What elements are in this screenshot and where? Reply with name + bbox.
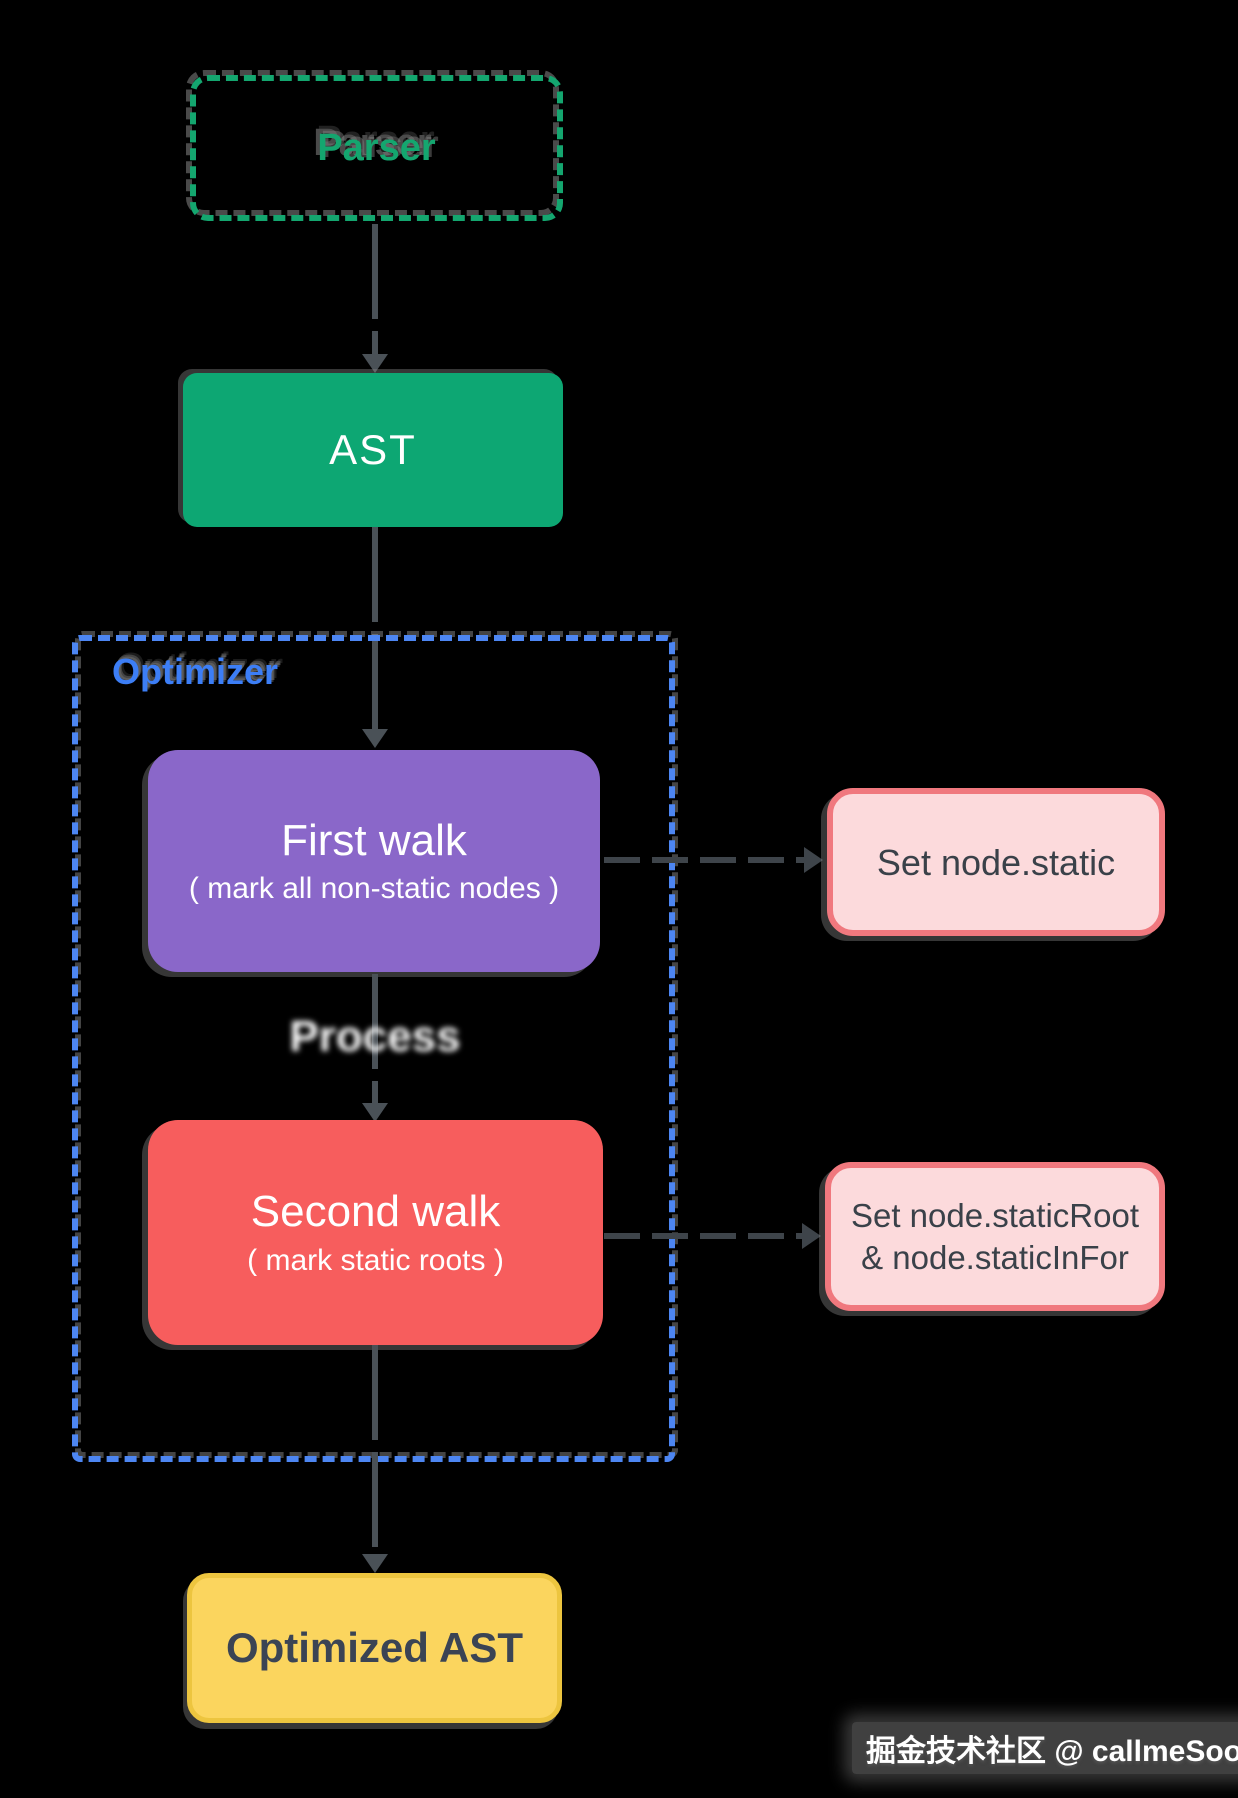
process-label: Process <box>289 1012 461 1061</box>
arrow-parser-to-ast <box>362 224 388 373</box>
arrow-first-walk-to-set-static <box>604 847 823 873</box>
arrow-first-walk-to-second-walk <box>362 974 388 1122</box>
node-optimized-ast: Optimized AST <box>187 1573 562 1723</box>
arrow-ast-to-first-walk <box>362 527 388 748</box>
arrowhead-down-icon <box>362 729 388 748</box>
arrow-second-walk-to-optimized-ast <box>362 1345 388 1573</box>
node-first-walk-subtitle: ( mark all non-static nodes ) <box>188 872 560 906</box>
node-set-static: Set node.static <box>827 788 1165 936</box>
watermark: 掘金技术社区 @ callmeSoon <box>852 1722 1238 1774</box>
watermark-text: 掘金技术社区 @ callmeSoon <box>866 1735 1238 1768</box>
node-second-walk-subtitle: ( mark static roots ) <box>247 1243 504 1277</box>
node-set-static-root: Set node.staticRoot & node.staticInFor <box>825 1162 1165 1311</box>
node-set-static-label: Set node.static <box>876 841 1116 883</box>
node-first-walk-title: First walk <box>281 815 467 865</box>
node-parser: Parser <box>190 75 563 221</box>
node-ast: AST <box>183 373 563 527</box>
arrow-line <box>604 857 808 863</box>
arrow-line <box>372 1345 378 1559</box>
arrow-line <box>604 1233 806 1239</box>
arrow-line <box>372 974 378 1108</box>
arrowhead-down-icon <box>362 1103 388 1122</box>
node-ast-label: AST <box>329 426 417 473</box>
node-second-walk: Second walk ( mark static roots ) <box>148 1120 603 1345</box>
node-set-static-root-line1: Set node.staticRoot <box>850 1197 1139 1235</box>
arrowhead-down-icon <box>362 354 388 373</box>
node-optimized-ast-label: Optimized AST <box>225 1624 524 1671</box>
arrow-second-walk-to-set-static-root <box>604 1223 821 1249</box>
arrowhead-right-icon <box>804 847 823 873</box>
node-first-walk: First walk ( mark all non-static nodes ) <box>148 750 600 972</box>
node-set-static-root-line2: & node.staticInFor <box>861 1238 1129 1276</box>
arrow-line <box>372 527 378 734</box>
node-second-walk-title: Second walk <box>250 1187 501 1237</box>
group-optimizer-label: Optimizer <box>112 651 279 692</box>
arrow-line <box>372 224 378 359</box>
arrowhead-right-icon <box>802 1223 821 1249</box>
arrowhead-down-icon <box>362 1554 388 1573</box>
node-parser-label: Parser <box>317 126 436 169</box>
